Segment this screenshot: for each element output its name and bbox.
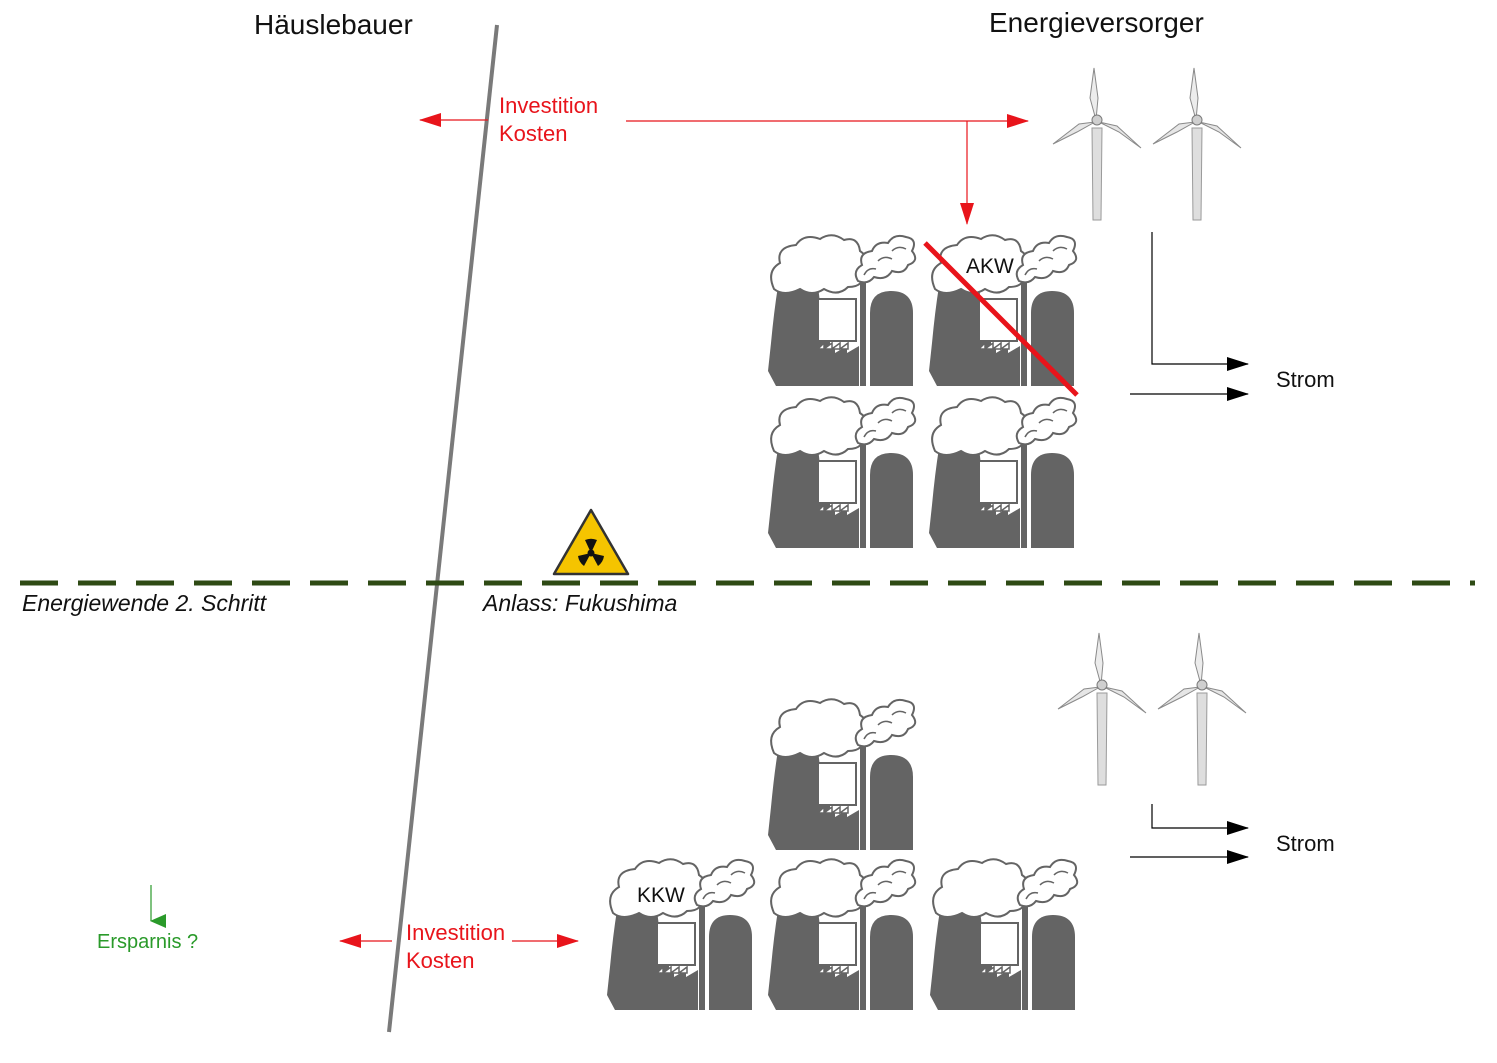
wind-turbine-icon	[1157, 632, 1247, 786]
top-output-arrow-1	[1151, 232, 1249, 371]
power-plant-icon	[767, 698, 917, 851]
power-plant-icon	[928, 396, 1078, 549]
power-plant-icon	[767, 396, 917, 549]
power-plant-icon	[929, 858, 1079, 1011]
separator-line	[387, 24, 499, 1033]
bottom-costs-label: Kosten	[406, 948, 475, 973]
power-plant-icon	[767, 858, 917, 1011]
header-homebuilder: Häuslebauer	[254, 9, 413, 40]
wind-turbine-icon	[1057, 632, 1147, 786]
savings-label: Ersparnis ?	[97, 931, 199, 953]
header-energy-supplier: Energieversorger	[989, 7, 1204, 38]
bottom-power-label: Strom	[1276, 831, 1335, 856]
bottom-output-arrow-1	[1151, 804, 1249, 835]
power-plant-icon	[767, 234, 917, 387]
top-investment-label: Investition	[499, 93, 599, 118]
strike-through-line	[923, 241, 1079, 397]
wind-turbine-icon	[1052, 67, 1142, 221]
wind-turbine-icon	[1152, 67, 1242, 221]
radiation-warning-icon	[552, 508, 630, 576]
divider-occasion-label: Anlass: Fukushima	[483, 590, 678, 616]
akw-label: AKW	[966, 255, 1014, 278]
divider-step-label: Energiewende 2. Schritt	[22, 590, 267, 616]
bottom-investment-label: Investition	[406, 920, 506, 945]
kkw-label: KKW	[637, 884, 685, 907]
power-plant-icon	[606, 858, 756, 1011]
top-costs-label: Kosten	[499, 121, 568, 146]
top-power-label: Strom	[1276, 367, 1335, 392]
